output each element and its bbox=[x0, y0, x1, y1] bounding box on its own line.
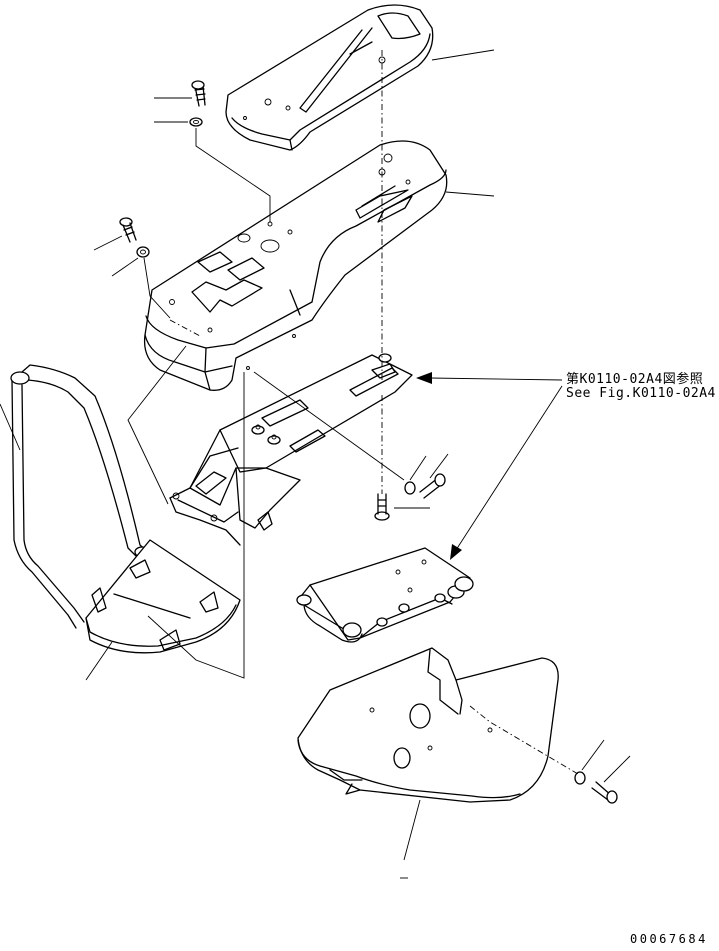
hand-rail bbox=[10, 364, 150, 629]
hinge-assembly bbox=[296, 547, 474, 643]
console-body bbox=[143, 140, 448, 391]
reference-note-japanese: 第K0110-02A4図参照 bbox=[566, 372, 704, 387]
fasteners bbox=[119, 80, 618, 804]
reference-note-english: See Fig.K0110-02A4 bbox=[566, 386, 716, 401]
leader-lines bbox=[0, 49, 631, 861]
mounting-bracket bbox=[169, 353, 413, 546]
floor-plate bbox=[85, 539, 241, 654]
drawing-number: 00067684 bbox=[630, 932, 708, 946]
assembly-centerlines bbox=[127, 50, 579, 775]
side-cover bbox=[297, 647, 559, 803]
console-top-cover bbox=[225, 4, 434, 151]
